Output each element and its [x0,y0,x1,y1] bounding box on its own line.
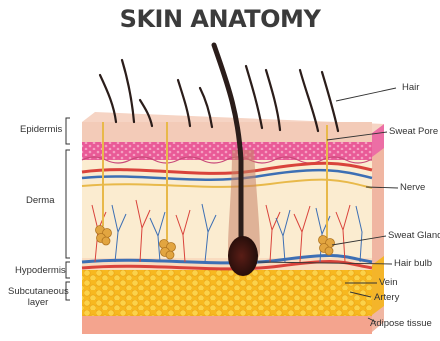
layer-brackets [66,118,70,300]
label-subcutaneous-line2: layer [8,297,68,308]
label-artery: Artery [374,292,399,303]
label-epidermis: Epidermis [20,124,62,135]
epidermis-layer [82,122,372,142]
label-sweat-gland: Sweat Gland [388,230,440,241]
label-derma: Derma [26,195,55,206]
adipose-layer [82,270,372,316]
label-subcutaneous-layer: Subcutaneous layer [8,286,68,308]
label-sweat-pore: Sweat Pore [389,126,438,137]
hair-bulb [228,236,258,276]
label-nerve: Nerve [400,182,425,193]
label-adipose-tissue: Adipose tissue [370,318,432,329]
label-hair-bulb: Hair bulb [394,258,432,269]
label-hypodermis: Hypodermis [15,265,66,276]
label-subcutaneous-line1: Subcutaneous [8,286,68,297]
label-vein: Vein [379,277,398,288]
base-layer [82,316,372,334]
diagram-title: SKIN ANATOMY [0,5,440,33]
label-hair: Hair [402,82,419,93]
